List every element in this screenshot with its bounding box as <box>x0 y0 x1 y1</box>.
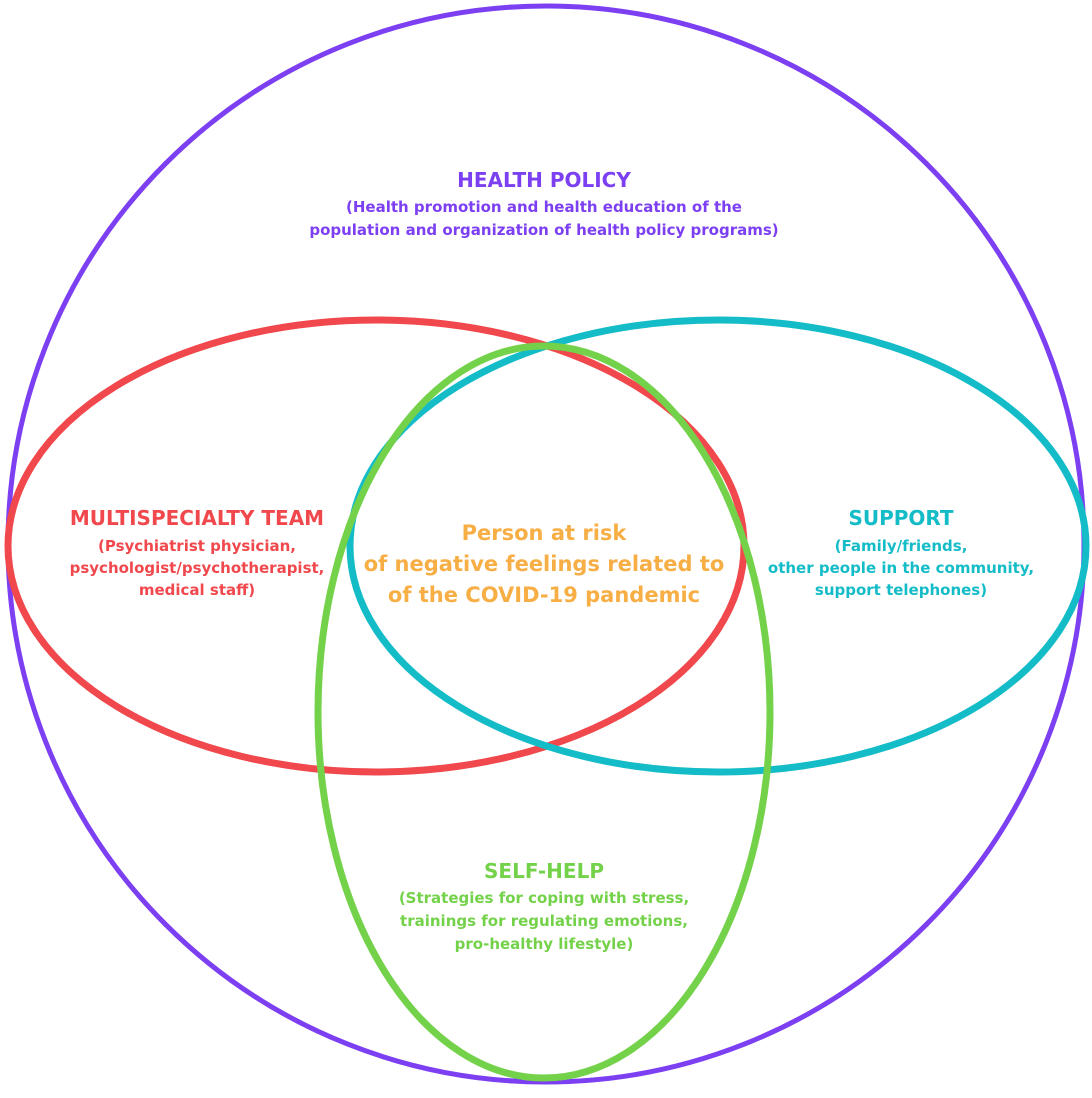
support-title: SUPPORT <box>848 506 953 530</box>
support-description-line-2: other people in the community, <box>768 559 1034 577</box>
support-description-line-3: support telephones) <box>815 581 987 599</box>
support-description-line-1: (Family/friends, <box>835 537 968 555</box>
health-policy-title: HEALTH POLICY <box>457 168 631 192</box>
center-person-at-risk-line-1: Person at risk <box>462 521 628 545</box>
self-help-ellipse <box>314 342 774 1082</box>
self-help-description-line-1: (Strategies for coping with stress, <box>399 889 689 907</box>
multispecialty-team-title: MULTISPECIALTY TEAM <box>70 506 324 530</box>
multispecialty-team-description-line-2: psychologist/psychotherapist, <box>70 559 325 577</box>
health-policy-description-line-2: population and organization of health po… <box>309 221 778 239</box>
self-help-description-line-3: pro-healthy lifestyle) <box>455 935 634 953</box>
self-help-title: SELF-HELP <box>484 859 604 883</box>
support-ellipse <box>346 316 1090 776</box>
center-person-at-risk-line-2: of negative feelings related to <box>364 552 725 576</box>
center-person-at-risk-line-3: of the COVID-19 pandemic <box>388 583 700 607</box>
multispecialty-team-description-line-1: (Psychiatrist physician, <box>98 537 296 555</box>
health-policy-description-line-1: (Health promotion and health education o… <box>346 198 742 216</box>
self-help-description-line-2: trainings for regulating emotions, <box>400 912 688 930</box>
multispecialty-team-description-line-3: medical staff) <box>139 581 255 599</box>
